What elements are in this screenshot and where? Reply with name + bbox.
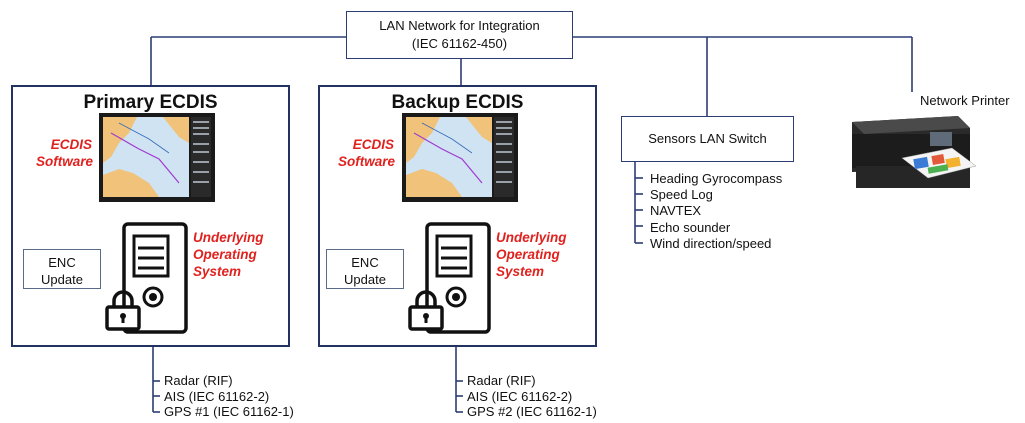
backup-inputs-list: Radar (RIF) AIS (IEC 61162-2) GPS #2 (IE…: [467, 373, 597, 420]
computer-tower-icon: [425, 222, 491, 334]
input-item-ais: AIS (IEC 61162-2): [164, 388, 270, 404]
primary-os-label: Underlying Operating System: [193, 230, 264, 279]
backup-ecdis-title: Backup ECDIS: [391, 92, 524, 113]
backup-os-label: Underlying Operating System: [496, 230, 567, 279]
primary-inputs-list: Radar (RIF) AIS (IEC 61162-2) GPS #1 (IE…: [164, 373, 294, 420]
input-item-radar: Radar (RIF): [164, 373, 233, 388]
input-item-gps: GPS #2 (IEC 61162-1): [467, 404, 597, 419]
primary-ecdis-software-label: ECDIS Software: [36, 137, 94, 169]
backup-ecdis-software-label: ECDIS Software: [338, 137, 396, 169]
lan-network-box: LAN Network for Integration (IEC 61162-4…: [346, 11, 573, 59]
lan-title: LAN Network for Integration: [379, 18, 540, 33]
ecdis-monitor-icon: [99, 113, 215, 202]
input-item-radar: Radar (RIF): [467, 373, 536, 388]
sensor-item: NAVTEX: [650, 203, 702, 219]
enc-update-box: ENC Update: [326, 249, 404, 289]
printer-icon: [852, 116, 977, 188]
sensor-item: Speed Log: [650, 187, 713, 203]
lock-icon: [408, 290, 444, 331]
sensor-item: Echo sounder: [650, 219, 731, 235]
lan-standard: (IEC 61162-450): [411, 36, 508, 51]
input-item-gps: GPS #1 (IEC 61162-1): [164, 404, 294, 419]
input-item-ais: AIS (IEC 61162-2): [467, 388, 573, 404]
sensor-item: Wind direction/speed: [650, 235, 772, 251]
ecdis-monitor-icon: [402, 113, 518, 202]
sensors-lan-switch-box: Sensors LAN Switch: [621, 116, 794, 162]
computer-tower-icon: [122, 222, 188, 334]
sensors-list: Heading Gyrocompass Speed Log NAVTEX Ech…: [650, 171, 782, 252]
enc-update-box: ENC Update: [23, 249, 101, 289]
primary-ecdis-title: Primary ECDIS: [83, 92, 218, 113]
network-printer-label: Network Printer: [920, 93, 1010, 108]
sensor-item: Heading Gyrocompass: [650, 171, 783, 186]
sensors-lan-switch-title: Sensors LAN Switch: [648, 131, 767, 146]
lock-icon: [105, 290, 141, 331]
